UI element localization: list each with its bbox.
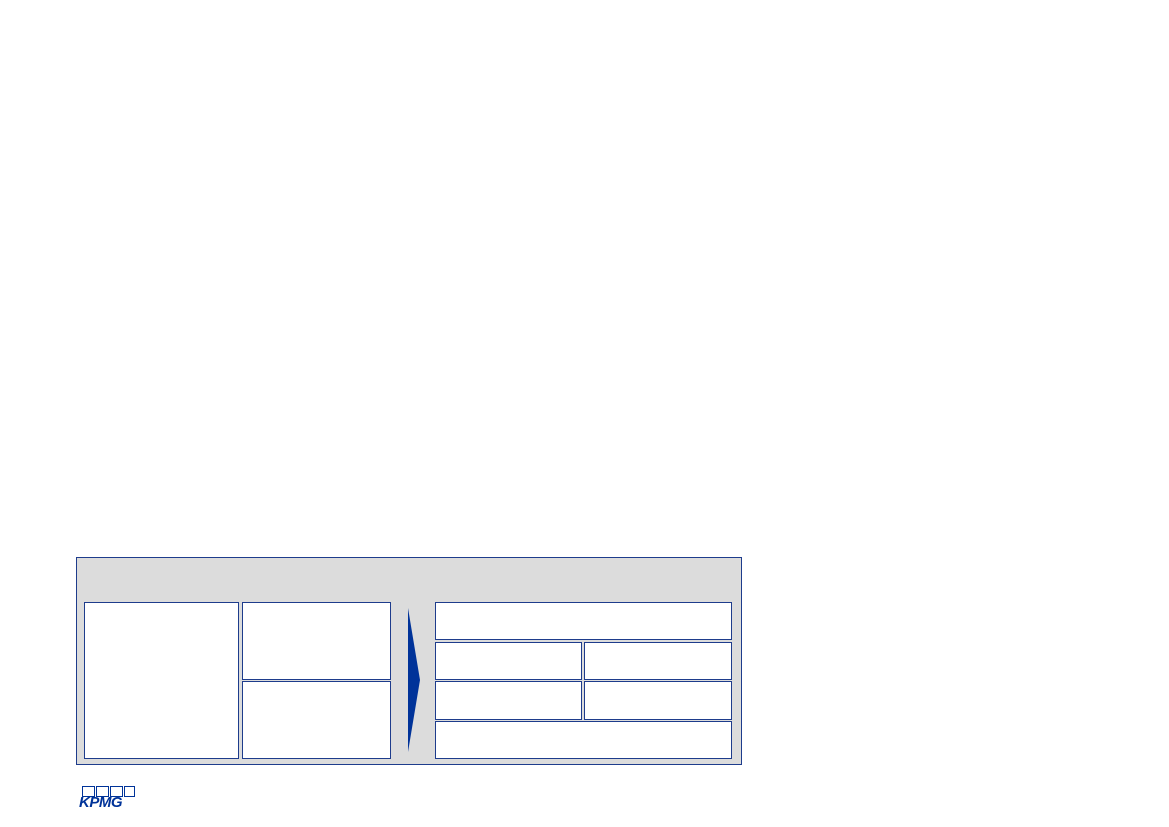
right-row1-right-box xyxy=(584,642,732,680)
chevron-arrow-icon xyxy=(408,608,420,752)
right-top-box xyxy=(435,602,732,640)
right-bottom-box xyxy=(435,721,732,759)
right-row2-left-box xyxy=(435,681,582,720)
right-row2-right-box xyxy=(584,681,732,720)
middle-bottom-box xyxy=(242,681,391,759)
right-row1-left-box xyxy=(435,642,582,680)
kpmg-logo: KPMG xyxy=(79,786,135,811)
svg-text:KPMG: KPMG xyxy=(79,794,123,811)
middle-top-box xyxy=(242,602,391,680)
left-tall-box xyxy=(84,602,239,759)
